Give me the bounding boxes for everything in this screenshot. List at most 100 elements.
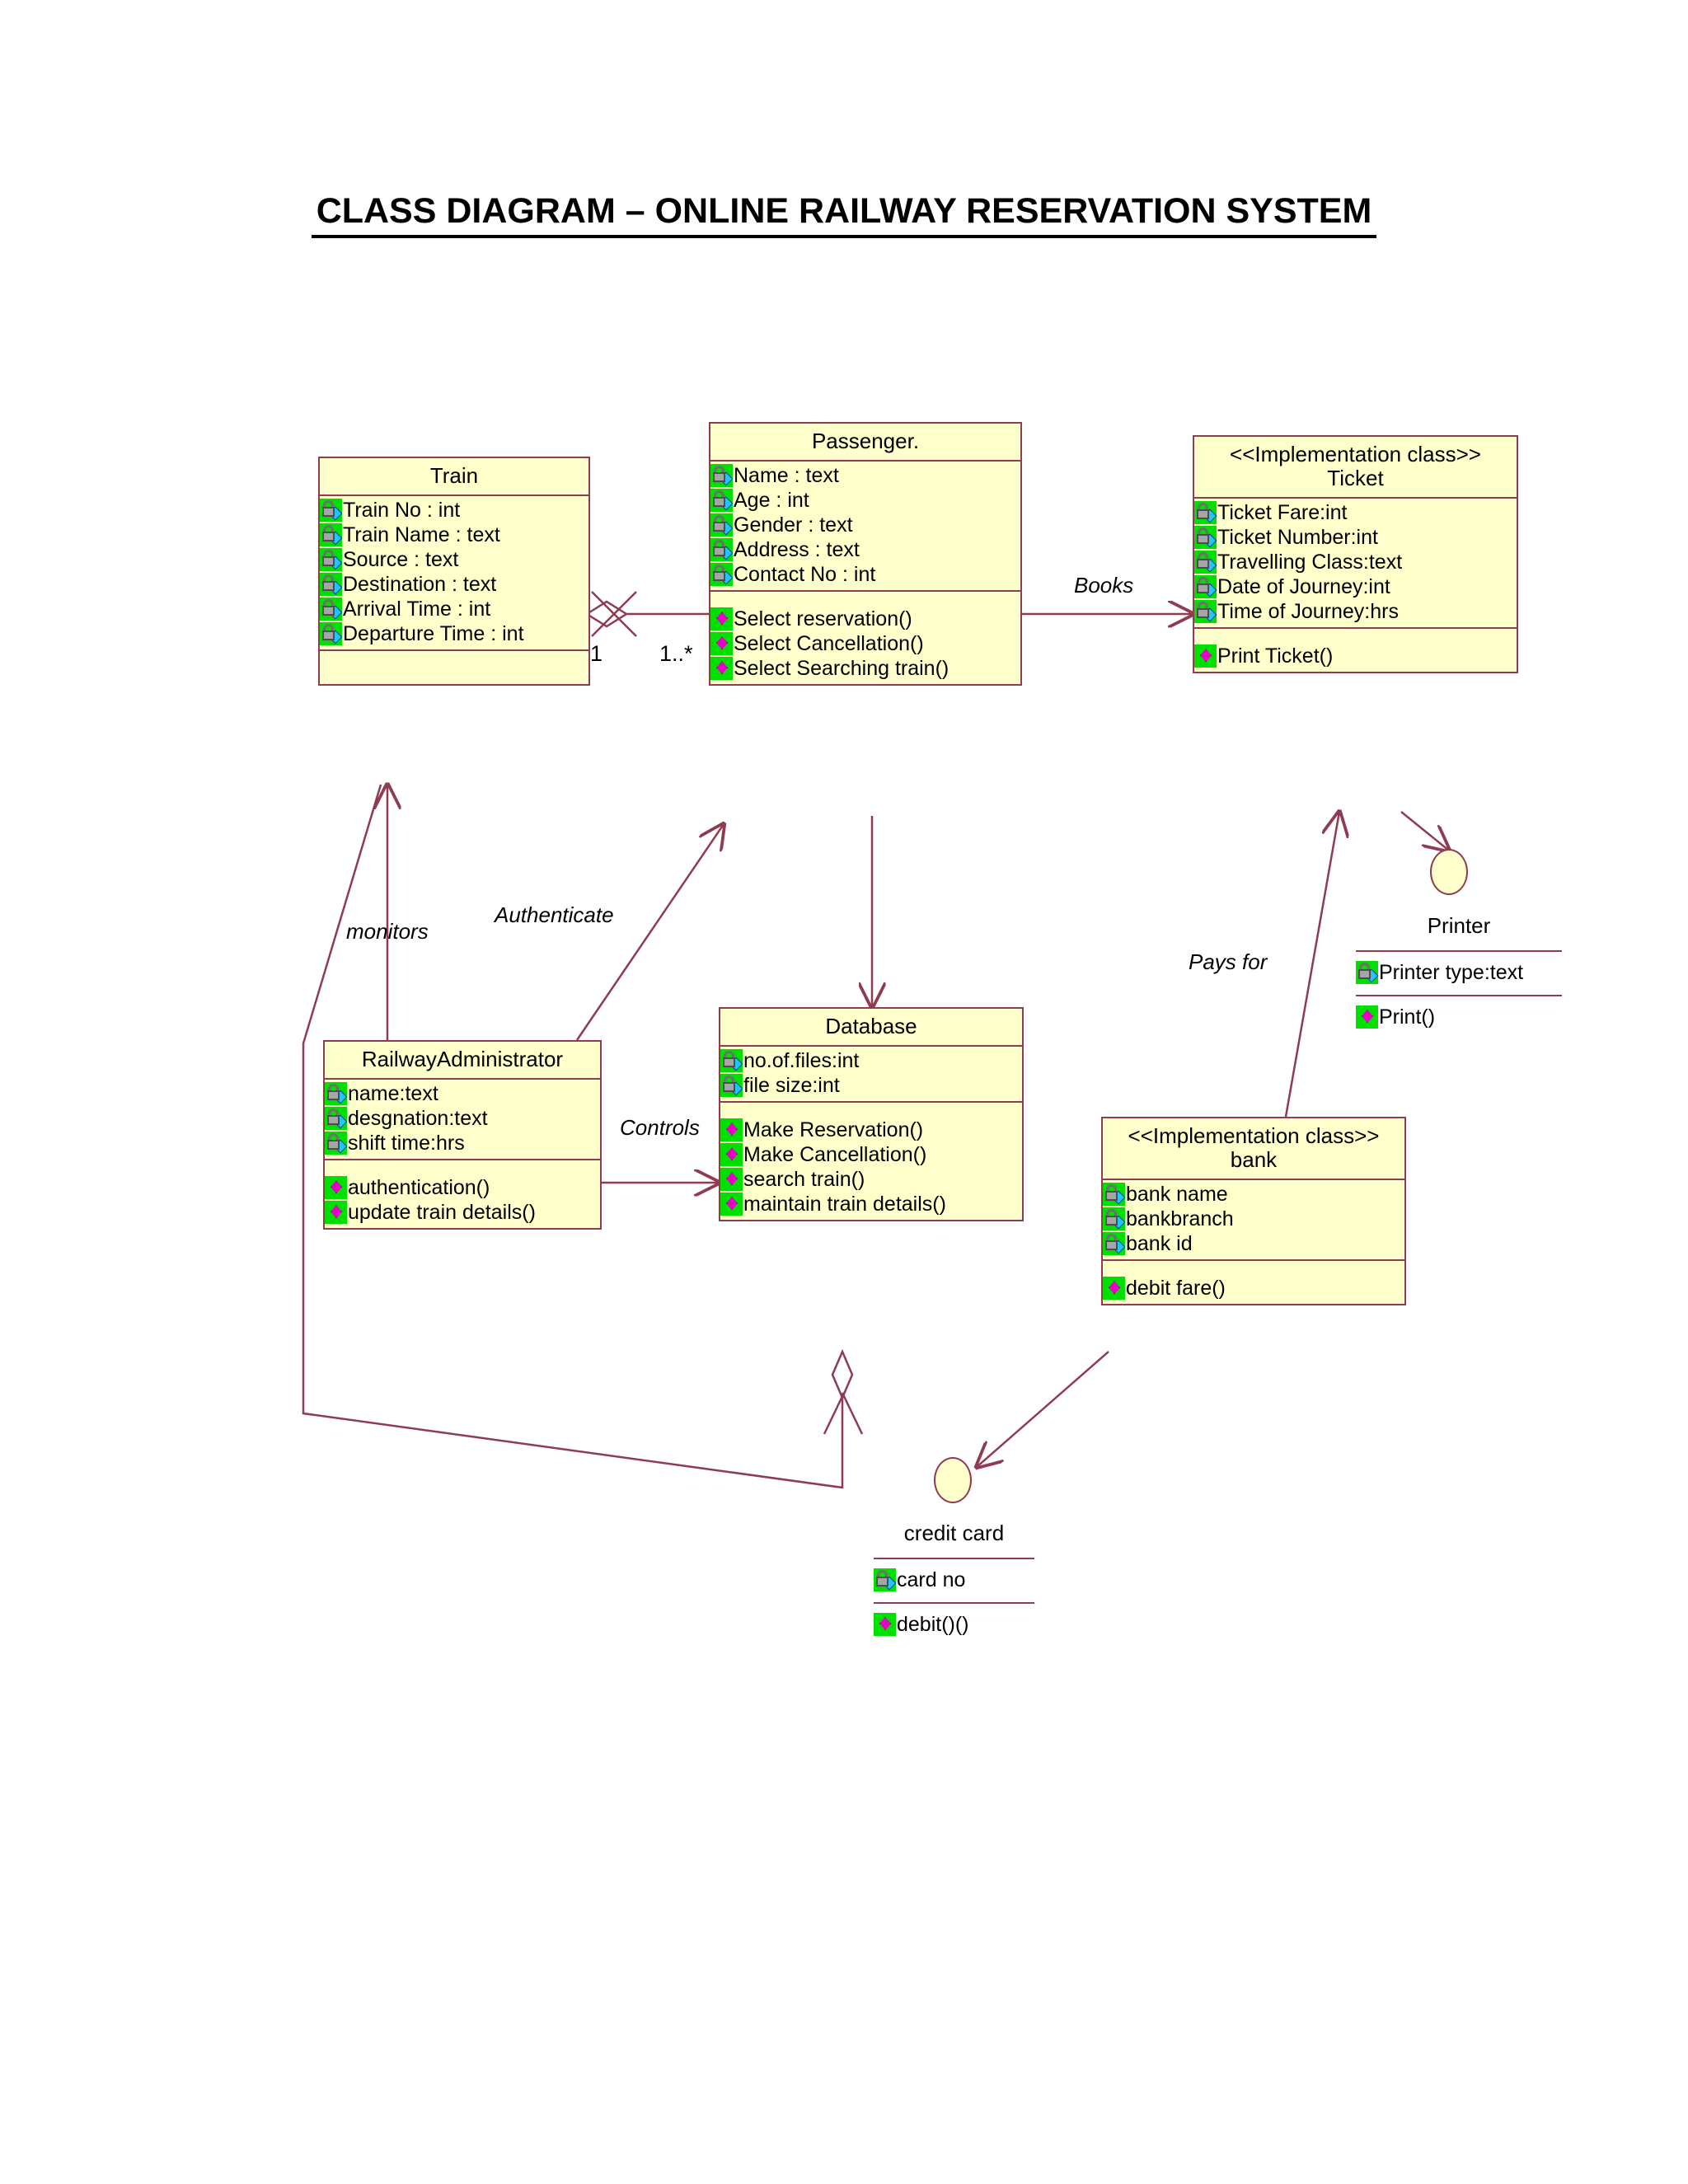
class-credit-card-attributes: card no xyxy=(874,1558,1034,1602)
class-bank-title: <<Implementation class>> bank xyxy=(1103,1118,1404,1181)
operation-row: debit()() xyxy=(874,1612,1034,1637)
private-attribute-icon xyxy=(874,1568,897,1591)
attribute-row: Ticket Number:int xyxy=(1194,525,1517,550)
private-attribute-icon xyxy=(1194,600,1217,624)
class-train-title: Train xyxy=(320,458,588,497)
attribute-row: card no xyxy=(874,1568,1034,1592)
attribute-row: Travelling Class:text xyxy=(1194,550,1517,574)
private-attribute-icon xyxy=(710,538,734,562)
class-railway-administrator[interactable]: RailwayAdministrator name:text desgnatio… xyxy=(323,1040,602,1230)
page-title: CLASS DIAGRAM – ONLINE RAILWAY RESERVATI… xyxy=(0,191,1688,238)
class-ticket-stereotype: <<Implementation class>> xyxy=(1230,442,1481,466)
private-attribute-icon xyxy=(325,1107,348,1131)
class-passenger-operations: Select reservation() Select Cancellation… xyxy=(710,592,1020,684)
class-ticket-attributes: Ticket Fare:int Ticket Number:int Travel… xyxy=(1194,499,1517,630)
public-operation-icon xyxy=(1356,1005,1378,1029)
private-attribute-icon xyxy=(325,1132,348,1155)
attribute-row: Gender : text xyxy=(710,513,1020,537)
operation-row: Make Cancellation() xyxy=(720,1142,1022,1167)
private-attribute-icon xyxy=(1194,501,1217,525)
public-operation-icon xyxy=(710,632,733,656)
attribute-row: Date of Journey:int xyxy=(1194,574,1517,599)
operation-row: Select Cancellation() xyxy=(710,631,1020,656)
private-attribute-icon xyxy=(710,464,734,488)
printer-ellipse xyxy=(1430,849,1468,895)
private-attribute-icon xyxy=(320,573,343,597)
public-operation-icon xyxy=(1194,644,1217,668)
attribute-row: bank id xyxy=(1103,1231,1404,1256)
public-operation-icon xyxy=(720,1168,743,1192)
attribute-row: Arrival Time : int xyxy=(320,597,588,621)
edge-label-books: Books xyxy=(1074,573,1134,598)
edge-train-passenger xyxy=(584,591,710,637)
class-credit-card[interactable]: credit card card no debit()() xyxy=(874,1521,1034,1647)
class-train[interactable]: Train Train No : int Train Name : text S… xyxy=(318,457,590,687)
edge-label-pays-for: Pays for xyxy=(1189,949,1268,974)
attribute-row: shift time:hrs xyxy=(325,1131,600,1155)
class-printer-operations: Print() xyxy=(1356,995,1562,1039)
class-ticket-operations: Print Ticket() xyxy=(1194,629,1517,672)
public-operation-icon xyxy=(720,1118,743,1142)
class-bank-attributes: bank name bankbranch bank id xyxy=(1103,1180,1404,1262)
attribute-row: Destination : text xyxy=(320,572,588,597)
class-database-attributes: no.of.files:int file size:int xyxy=(720,1047,1022,1104)
class-ticket[interactable]: <<Implementation class>> Ticket Ticket F… xyxy=(1193,435,1518,674)
class-bank[interactable]: <<Implementation class>> bank bank name … xyxy=(1101,1117,1406,1306)
public-operation-icon xyxy=(710,607,733,631)
private-attribute-icon xyxy=(320,598,343,621)
multiplicity-train-end: 1 xyxy=(590,641,603,666)
private-attribute-icon xyxy=(710,513,734,537)
page-title-text: CLASS DIAGRAM – ONLINE RAILWAY RESERVATI… xyxy=(311,191,1377,238)
private-attribute-icon xyxy=(720,1074,743,1098)
class-credit-card-title: credit card xyxy=(903,1521,1005,1545)
public-operation-icon xyxy=(874,1613,896,1636)
class-train-attributes: Train No : int Train Name : text Source … xyxy=(320,496,588,652)
private-attribute-icon xyxy=(320,548,343,572)
private-attribute-icon xyxy=(1356,961,1379,984)
public-operation-icon xyxy=(325,1176,347,1200)
class-credit-card-operations: debit()() xyxy=(874,1602,1034,1647)
attribute-row: Age : int xyxy=(710,488,1020,513)
private-attribute-icon xyxy=(1103,1207,1126,1231)
edge-label-controls: Controls xyxy=(620,1115,700,1140)
attribute-row: Address : text xyxy=(710,537,1020,562)
class-railway-administrator-title: RailwayAdministrator xyxy=(325,1042,600,1080)
class-passenger-title: Passenger. xyxy=(710,424,1020,462)
class-bank-name: bank xyxy=(1230,1147,1278,1173)
operation-row: Select reservation() xyxy=(710,607,1020,631)
edge-ticket-printer xyxy=(1400,811,1449,851)
attribute-row: Time of Journey:hrs xyxy=(1194,599,1517,624)
private-attribute-icon xyxy=(1103,1232,1126,1256)
attribute-row: Train No : int xyxy=(320,498,588,523)
class-database[interactable]: Database no.of.files:int file size:int M… xyxy=(719,1007,1024,1222)
operation-row: debit fare() xyxy=(1103,1276,1404,1301)
private-attribute-icon xyxy=(1103,1183,1126,1207)
private-attribute-icon xyxy=(1194,575,1217,599)
class-bank-operations: debit fare() xyxy=(1103,1261,1404,1304)
public-operation-icon xyxy=(325,1201,347,1225)
class-passenger[interactable]: Passenger. Name : text Age : int Gender … xyxy=(709,422,1022,687)
class-ticket-title: <<Implementation class>> Ticket xyxy=(1194,437,1517,499)
edge-bank-creditcard xyxy=(977,1351,1109,1467)
operation-row: Print() xyxy=(1356,1005,1562,1029)
operation-row: Make Reservation() xyxy=(720,1118,1022,1142)
attribute-row: no.of.files:int xyxy=(720,1048,1022,1073)
attribute-row: desgnation:text xyxy=(325,1106,600,1131)
private-attribute-icon xyxy=(320,523,343,547)
attribute-row: Source : text xyxy=(320,547,588,572)
class-printer-title: Printer xyxy=(1427,913,1491,938)
class-database-title: Database xyxy=(720,1009,1022,1047)
class-printer[interactable]: Printer Printer type:text Print() xyxy=(1356,913,1562,1039)
private-attribute-icon xyxy=(1194,526,1217,550)
private-attribute-icon xyxy=(710,563,734,587)
private-attribute-icon xyxy=(325,1082,348,1106)
class-train-operations xyxy=(320,651,588,684)
private-attribute-icon xyxy=(320,499,343,523)
class-railway-administrator-operations: authentication() update train details() xyxy=(325,1160,600,1228)
attribute-row: Contact No : int xyxy=(710,562,1020,587)
attribute-row: Printer type:text xyxy=(1356,960,1562,985)
class-database-operations: Make Reservation() Make Cancellation() s… xyxy=(720,1103,1022,1220)
class-ticket-name: Ticket xyxy=(1327,466,1384,491)
attribute-row: bank name xyxy=(1103,1182,1404,1207)
attribute-row: Train Name : text xyxy=(320,523,588,547)
